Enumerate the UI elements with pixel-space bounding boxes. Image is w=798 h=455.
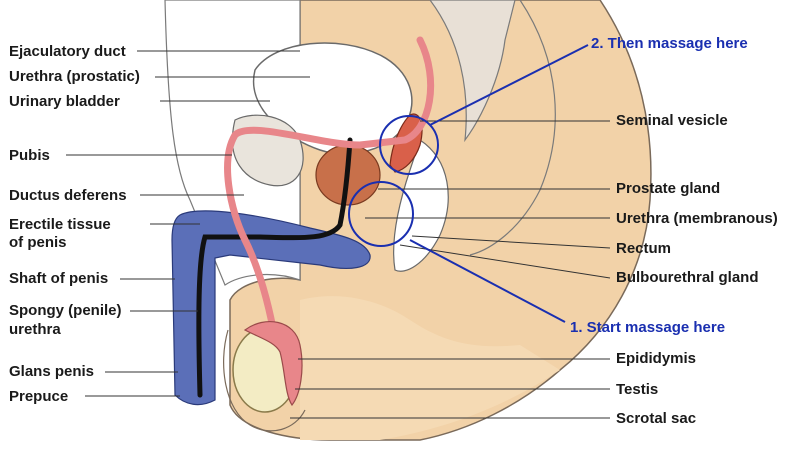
label-spongy-urethra-1: Spongy (penile) [9, 302, 122, 319]
label-prostate-gland: Prostate gland [616, 180, 721, 197]
label-urethra-prostatic: Urethra (prostatic) [9, 68, 140, 85]
annotation-then-massage: 2. Then massage here [591, 35, 748, 52]
label-seminal-vesicle: Seminal vesicle [616, 112, 728, 129]
annotation-marks [348, 44, 589, 323]
seminal-vesicle-circle [379, 115, 439, 175]
label-erectile-tissue-1: Erectile tissue [9, 216, 111, 233]
label-pubis: Pubis [9, 147, 50, 164]
label-prepuce: Prepuce [9, 388, 69, 405]
prostate-apex-circle [348, 181, 414, 247]
label-epididymis: Epididymis [616, 350, 697, 367]
spine [429, 0, 516, 143]
scrotal-sac-outline [223, 329, 306, 432]
label-ductus-deferens: Ductus deferens [9, 187, 127, 204]
buttock [300, 296, 560, 440]
label-bulbourethral-gland: Bulbourethral gland [616, 269, 759, 286]
label-rectum: Rectum [616, 240, 672, 257]
label-scrotal-sac: Scrotal sac [616, 410, 697, 427]
ductus-deferens-shape [224, 36, 435, 384]
rectum-shape [393, 139, 449, 272]
label-testis: Testis [616, 381, 659, 398]
label-glans-penis: Glans penis [9, 363, 95, 380]
leader-lines-right [290, 120, 611, 419]
leader-lines-left [66, 50, 310, 397]
urethra-line [196, 137, 353, 398]
penis-erectile-body [171, 210, 371, 406]
label-erectile-tissue-2: of penis [9, 234, 67, 251]
label-urethra-membranous: Urethra (membranous) [616, 210, 778, 227]
label-shaft-of-penis: Shaft of penis [9, 270, 109, 287]
label-spongy-urethra-2: urethra [9, 321, 61, 338]
epididymis-shape [243, 321, 303, 407]
label-urinary-bladder: Urinary bladder [9, 93, 120, 110]
label-ejaculatory-duct: Ejaculatory duct [9, 43, 126, 60]
annotation-start-massage: 1. Start massage here [570, 319, 726, 336]
spine-curve [469, 0, 556, 256]
